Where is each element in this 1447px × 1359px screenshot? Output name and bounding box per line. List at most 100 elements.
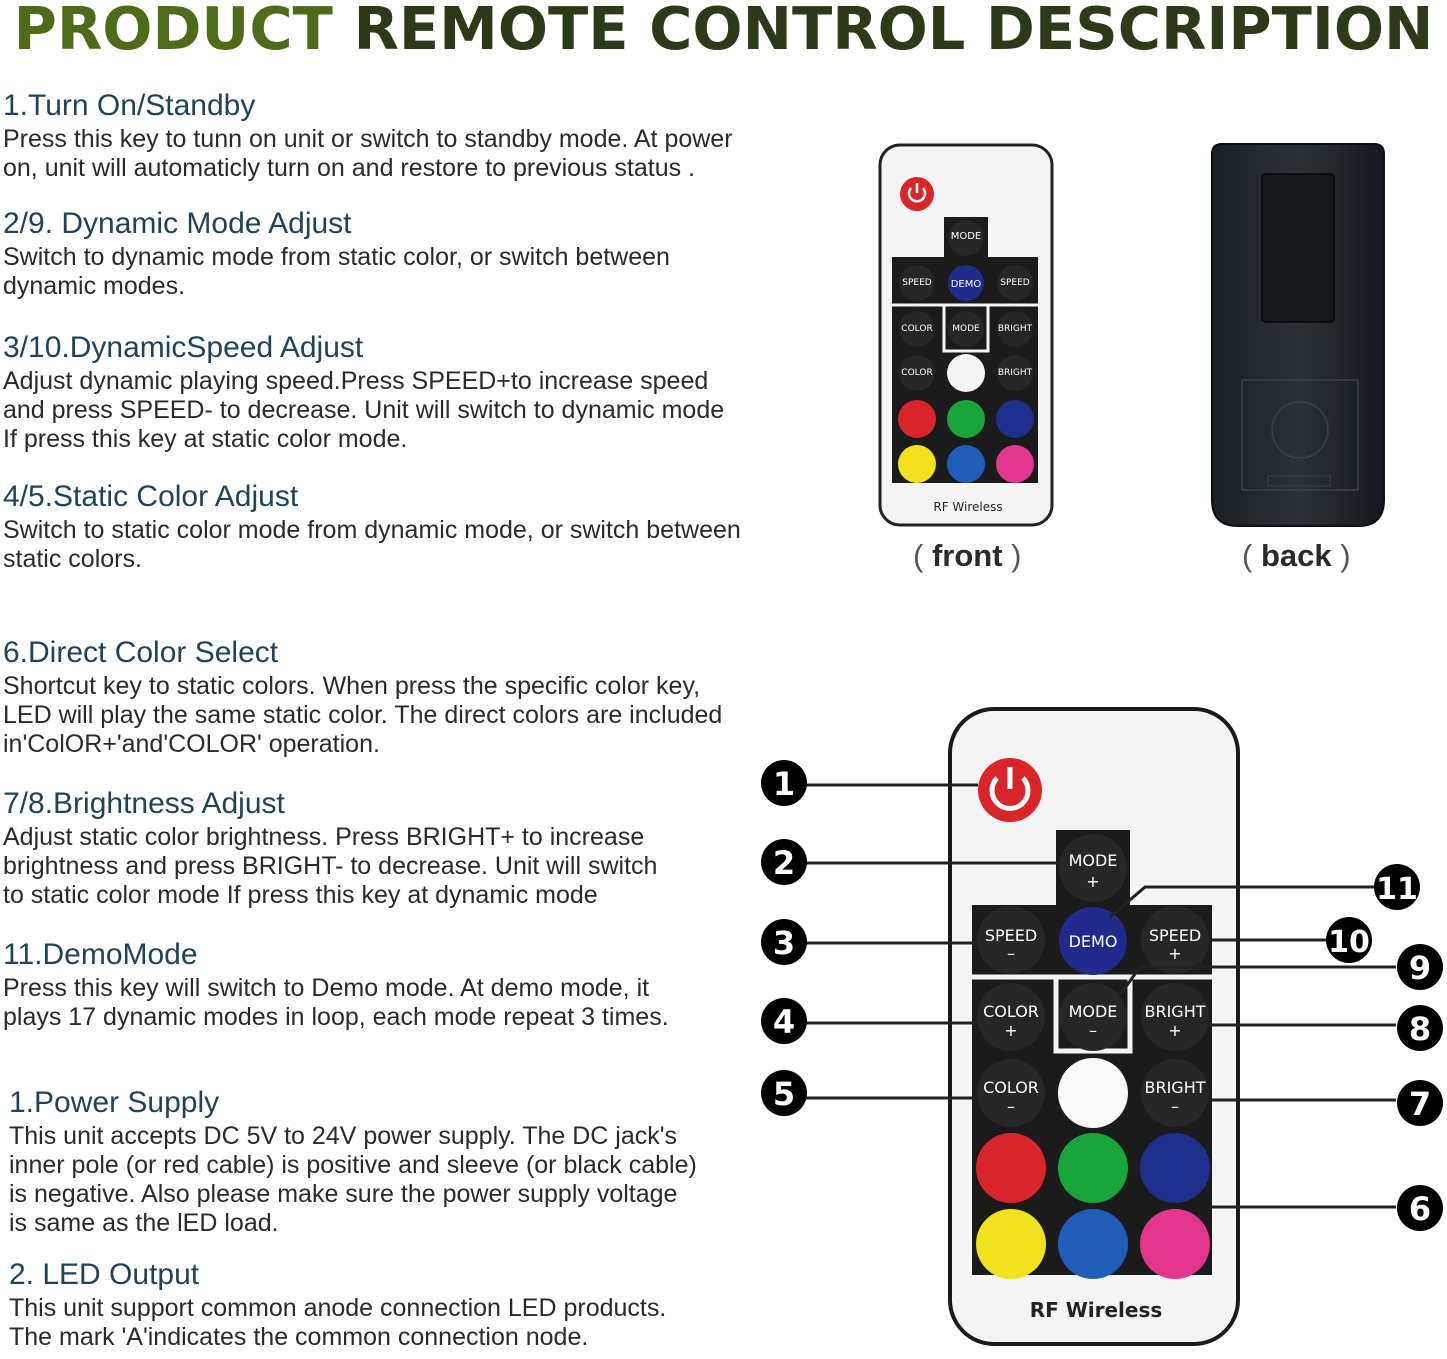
body-line: Press this key will switch to Demo mode.…	[3, 974, 650, 1002]
body-line: is negative. Also please make sure the p…	[9, 1180, 678, 1208]
section-turn-on-standby: 1.Turn On/Standby Press this key to tunn…	[3, 89, 763, 183]
section-led-output: 2. LED Output This unit support common a…	[9, 1258, 769, 1352]
section-heading: 2/9. Dynamic Mode Adjust	[3, 207, 352, 240]
section-body: Press this key will switch to Demo mode.…	[3, 974, 763, 1032]
color-button	[1140, 1133, 1210, 1203]
body-line: in'ColOR+'and'COLOR' operation.	[3, 730, 380, 758]
callout-number: 9	[1409, 949, 1431, 987]
section-direct-color: 6.Direct Color Select Shortcut key to st…	[3, 636, 763, 759]
mini-mode-label: MODE	[952, 324, 980, 334]
mini-rf-label: RF Wireless	[933, 500, 1002, 514]
mini-speed-label: SPEED	[902, 278, 932, 288]
body-line: Adjust static color brightness. Press BR…	[3, 823, 645, 851]
section-dynamic-mode: 2/9. Dynamic Mode Adjust Switch to dynam…	[3, 207, 763, 301]
speed-plus-label: SPEED	[1149, 926, 1201, 945]
color-button	[947, 400, 985, 438]
section-heading: 2. LED Output	[9, 1258, 200, 1291]
section-power-supply: 1.Power Supply This unit accepts DC 5V t…	[9, 1086, 769, 1238]
body-line: If press this key at static color mode.	[3, 425, 408, 453]
title-word-rest: REMOTE CONTROL DESCRIPTION	[353, 0, 1434, 63]
callout-9: 9	[1397, 944, 1443, 990]
remote-diagram: MODE + SPEED – DEMO SPEED + COLOR + MODE…	[761, 707, 1443, 1346]
caption-paren: )	[1011, 538, 1022, 573]
body-line: Shortcut key to static colors. When pres…	[3, 672, 701, 700]
callout-number: 11	[1376, 872, 1418, 907]
page-title: PRODUCT REMOTE CONTROL DESCRIPTION	[0, 0, 1447, 64]
caption-paren: )	[1340, 538, 1351, 573]
color-button	[1058, 1209, 1128, 1279]
callout-number: 6	[1409, 1190, 1431, 1228]
body-line: Switch to dynamic mode from static color…	[3, 243, 670, 271]
section-heading: 7/8.Brightness Adjust	[3, 787, 285, 820]
callout-8: 8	[1397, 1005, 1443, 1051]
section-body: Adjust dynamic playing speed.Press SPEED…	[3, 367, 763, 454]
section-heading: 1.Turn On/Standby	[3, 89, 256, 122]
mini-speed-label: SPEED	[1000, 278, 1030, 288]
callout-4: 4	[761, 998, 807, 1044]
callout-number: 4	[773, 1003, 795, 1041]
body-line: Press this key to tunn on unit or switch…	[3, 125, 733, 153]
section-brightness: 7/8.Brightness Adjust Adjust static colo…	[3, 787, 763, 910]
speed-minus-label: SPEED	[985, 926, 1037, 945]
body-line: inner pole (or red cable) is positive an…	[9, 1151, 697, 1179]
color-button	[1058, 1133, 1128, 1203]
bright-minus-label: BRIGHT	[1144, 1078, 1205, 1097]
callout-5: 5	[761, 1070, 807, 1116]
remote-front-image: MODE SPEED DEMO SPEED COLOR MODE BRIGHT …	[878, 143, 1054, 527]
plus-sign: +	[1168, 944, 1181, 963]
mini-mode-label: MODE	[951, 231, 982, 242]
section-heading: 11.DemoMode	[3, 938, 198, 971]
body-line: plays 17 dynamic modes in loop, each mod…	[3, 1003, 669, 1031]
body-line: brightness and press BRIGHT- to decrease…	[3, 852, 658, 880]
minus-sign: –	[1007, 1097, 1015, 1116]
body-line: to static color mode If press this key a…	[3, 881, 598, 909]
mini-bright-label: BRIGHT	[998, 324, 1033, 334]
body-line: This unit accepts DC 5V to 24V power sup…	[9, 1122, 678, 1150]
section-heading: 1.Power Supply	[9, 1086, 220, 1119]
body-line: Adjust dynamic playing speed.Press SPEED…	[3, 367, 709, 395]
section-body: Adjust static color brightness. Press BR…	[3, 823, 763, 910]
caption-front: ( front )	[913, 538, 1022, 574]
section-body: This unit support common anode connectio…	[9, 1294, 769, 1352]
mini-bright-label: BRIGHT	[998, 368, 1033, 378]
section-body: This unit accepts DC 5V to 24V power sup…	[9, 1122, 769, 1238]
section-dynamic-speed: 3/10.DynamicSpeed Adjust Adjust dynamic …	[3, 331, 763, 454]
callout-10: 10	[1326, 917, 1372, 963]
color-button	[898, 445, 936, 483]
caption-back: ( back )	[1242, 538, 1351, 574]
rf-wireless-label: RF Wireless	[1030, 1298, 1163, 1322]
callout-2: 2	[761, 839, 807, 885]
body-line: This unit support common anode connectio…	[9, 1294, 667, 1322]
callout-number: 3	[773, 924, 795, 962]
color-button	[947, 445, 985, 483]
callout-number: 7	[1409, 1085, 1431, 1123]
color-button	[976, 1209, 1046, 1279]
body-line: is same as the lED load.	[9, 1209, 279, 1237]
title-word-product: PRODUCT	[13, 0, 333, 63]
callout-number: 5	[773, 1075, 795, 1113]
callout-number: 10	[1328, 925, 1370, 960]
mini-demo-label: DEMO	[951, 279, 982, 290]
section-heading: 4/5.Static Color Adjust	[3, 480, 299, 513]
color-button	[996, 445, 1034, 483]
body-line: static colors.	[3, 545, 142, 573]
body-line: Switch to static color mode from dynamic…	[3, 516, 741, 544]
section-heading: 3/10.DynamicSpeed Adjust	[3, 331, 364, 364]
caption-text: front	[931, 538, 1003, 573]
minus-sign: –	[1089, 1021, 1097, 1040]
mode-minus-label: MODE	[1069, 1002, 1118, 1021]
color-button	[996, 400, 1034, 438]
mini-color-buttons	[898, 400, 1034, 483]
plus-sign: +	[1004, 1021, 1017, 1040]
color-plus-label: COLOR	[983, 1002, 1039, 1021]
color-minus-label: COLOR	[983, 1078, 1039, 1097]
minus-sign: –	[1171, 1097, 1179, 1116]
color-button	[976, 1133, 1046, 1203]
section-demo-mode: 11.DemoMode Press this key will switch t…	[3, 938, 763, 1032]
mini-color-label: COLOR	[901, 368, 932, 378]
mini-color-label: COLOR	[901, 324, 932, 334]
body-line: LED will play the same static color. The…	[3, 701, 723, 729]
section-heading: 6.Direct Color Select	[3, 636, 279, 669]
callout-6: 6	[1397, 1185, 1443, 1231]
body-line: dynamic modes.	[3, 272, 186, 300]
